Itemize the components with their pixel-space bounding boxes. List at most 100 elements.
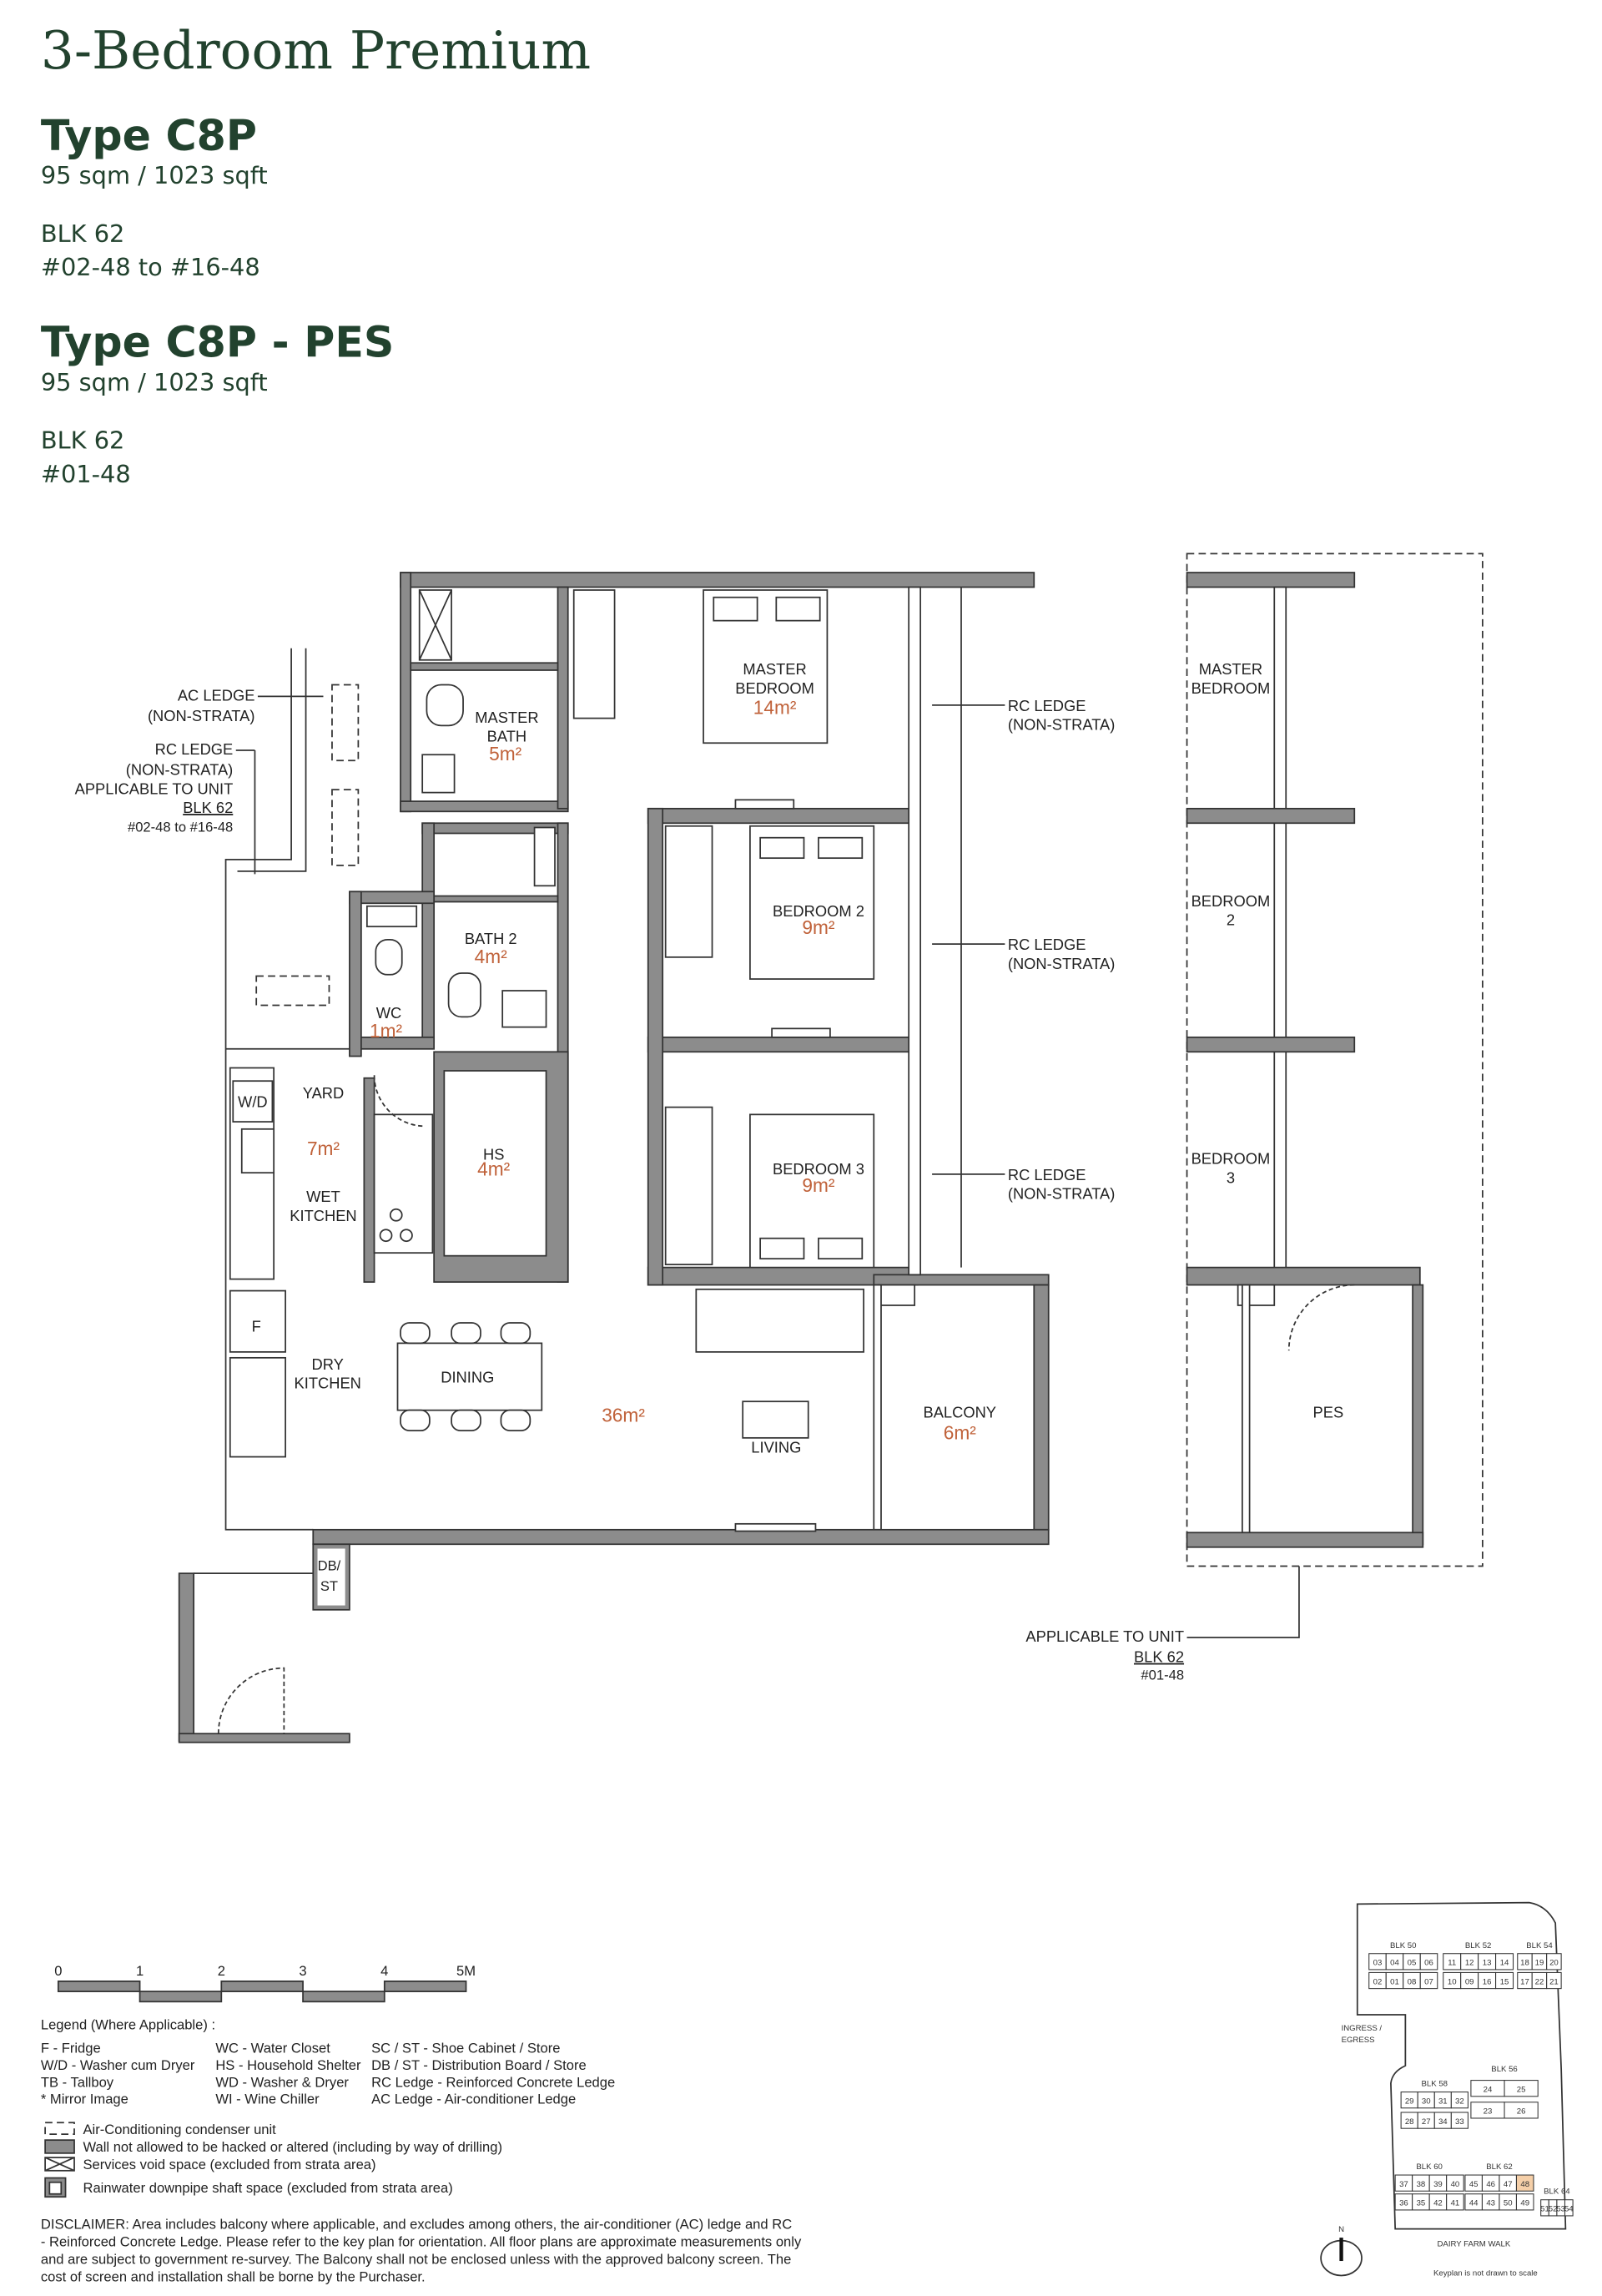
type-area: 95 sqm / 1023 sqft: [41, 161, 268, 189]
room-label: DRY: [312, 1355, 344, 1373]
unit-number: 12: [1465, 1959, 1474, 1968]
disclaimer-line: DISCLAIMER: Area includes balcony where …: [41, 2217, 792, 2233]
unit-box: [1495, 1953, 1514, 1971]
room-area: 4m²: [477, 1158, 511, 1180]
unit-number: 36: [1399, 2199, 1408, 2208]
room-label: MASTER: [743, 660, 806, 678]
unit-number: 50: [1504, 2199, 1513, 2208]
basin: [421, 754, 456, 794]
window: [908, 586, 921, 1276]
unit-number: 30: [1422, 2097, 1431, 2107]
rc-ledge-label: APPLICABLE TO UNIT: [75, 780, 234, 797]
wall: [349, 891, 362, 1057]
scale-tick: 4: [380, 1963, 388, 1979]
legend-title: Legend (Where Applicable) :: [41, 2017, 215, 2033]
unit-number: 05: [1408, 1959, 1417, 1968]
page-title: 3-Bedroom Premium: [41, 20, 591, 81]
unit-number: 16: [1483, 1977, 1492, 1986]
type-name: Type C8P: [41, 111, 257, 160]
scale-tick: 1: [136, 1963, 144, 1979]
room-area: 5m²: [489, 743, 522, 764]
unit-number: 34: [1438, 2117, 1448, 2127]
unit-number: 08: [1408, 1977, 1417, 1986]
scale-tick: 5M: [456, 1963, 476, 1979]
rc-ledge-label: #02-48 to #16-48: [128, 820, 233, 835]
unit-number: 25: [1517, 2086, 1526, 2095]
block-label: BLK 50: [1390, 1941, 1416, 1950]
ledge-outline: [237, 648, 307, 872]
unit-number: 10: [1448, 1977, 1457, 1986]
room-label: BEDROOM 3: [773, 1160, 864, 1178]
wall: [400, 572, 412, 813]
disclaimer-line: - Reinforced Concrete Ledge. Please refe…: [41, 2234, 802, 2250]
dry-kitchen-counter: [229, 1356, 286, 1458]
unit-number: 45: [1469, 2180, 1479, 2189]
legend-symbol-text: Rainwater downpipe shaft space (excluded…: [83, 2180, 452, 2196]
unit-number: 38: [1417, 2180, 1426, 2189]
site-boundary: [1356, 1901, 1567, 2230]
ac-condenser: [331, 684, 360, 762]
floor-plan: AC LEDGE (NON-STRATA) RC LEDGE (NON-STRA…: [75, 572, 1116, 1743]
wall: [410, 662, 559, 671]
room-label: 3: [1227, 1168, 1235, 1186]
entrance-door: [217, 1667, 285, 1734]
room-label: MASTER: [1199, 660, 1262, 678]
pes-plan: MASTER BEDROOM BEDROOM 2 BEDROOM 3 PES A…: [1025, 553, 1484, 1683]
wall: [178, 1572, 195, 1742]
sofa: [695, 1288, 864, 1353]
unit-number: 54: [1564, 2205, 1574, 2214]
wall: [400, 572, 1035, 588]
sink: [240, 1128, 275, 1174]
legend-item: TB - Tallboy: [41, 2074, 114, 2090]
unit-number: 33: [1455, 2117, 1464, 2127]
legend-item: DB / ST - Distribution Board / Store: [371, 2057, 587, 2073]
unit-number: 46: [1486, 2180, 1495, 2189]
scale-tick: 0: [54, 1963, 62, 1979]
ac-ledge-label: AC LEDGE: [178, 687, 255, 704]
block-label: BLK 62: [1486, 2162, 1512, 2172]
unit-number: 35: [1417, 2199, 1426, 2208]
road-label: DAIRY FARM WALK: [1438, 2240, 1511, 2249]
keyplan-note: Keyplan is not drawn to scale: [1433, 2268, 1538, 2278]
unit-number: 28: [1405, 2117, 1414, 2127]
unit-number: 27: [1422, 2117, 1431, 2127]
unit-number: 11: [1448, 1959, 1456, 1968]
wall: [421, 822, 436, 1042]
room-label: BEDROOM 2: [773, 902, 864, 920]
fridge-label: F: [252, 1317, 261, 1335]
type-name: Type C8P - PES: [41, 318, 394, 367]
room-area: 36m²: [602, 1405, 645, 1426]
unit-number: 29: [1405, 2097, 1414, 2107]
unit-box: [1450, 2092, 1468, 2109]
room-label: LIVING: [751, 1438, 801, 1456]
rc-ledge-label: (NON-STRATA): [1008, 716, 1116, 734]
unit-box: [1504, 2102, 1539, 2119]
unit-box: [1495, 1971, 1514, 1990]
legend: Legend (Where Applicable) : F - FridgeW/…: [41, 2017, 615, 2198]
room-label: KITCHEN: [295, 1375, 361, 1392]
unit-number: 32: [1455, 2097, 1464, 2107]
room-area: 4m²: [475, 946, 508, 967]
room-area: 9m²: [802, 916, 835, 938]
unit-box: [1446, 2174, 1464, 2192]
unit-number: 41: [1451, 2199, 1460, 2208]
unit-number: 37: [1399, 2180, 1408, 2189]
room-label: BEDROOM: [1191, 679, 1271, 697]
legend-symbol-text: Wall not allowed to be hacked or altered…: [83, 2139, 502, 2155]
room-label: BALCONY: [923, 1403, 996, 1420]
block-label: BLK 64: [1544, 2188, 1570, 2197]
wardrobe: [572, 589, 616, 719]
applicable-label: #01-48: [1141, 1668, 1184, 1683]
room-label: WET: [306, 1188, 340, 1205]
room-label: ST: [320, 1578, 338, 1594]
wall: [363, 1077, 375, 1283]
unit-number: 53: [1556, 2205, 1565, 2214]
unit-number: 47: [1504, 2180, 1513, 2189]
legend-item: RC Ledge - Reinforced Concrete Ledge: [371, 2074, 615, 2090]
wall: [557, 586, 569, 810]
rainwater-shaft: [877, 1284, 916, 1306]
room-label: PES: [1313, 1403, 1344, 1420]
unit-box: [1419, 1953, 1438, 1971]
unit-number: 07: [1424, 1977, 1433, 1986]
ingress-label: EGRESS: [1342, 2036, 1375, 2045]
